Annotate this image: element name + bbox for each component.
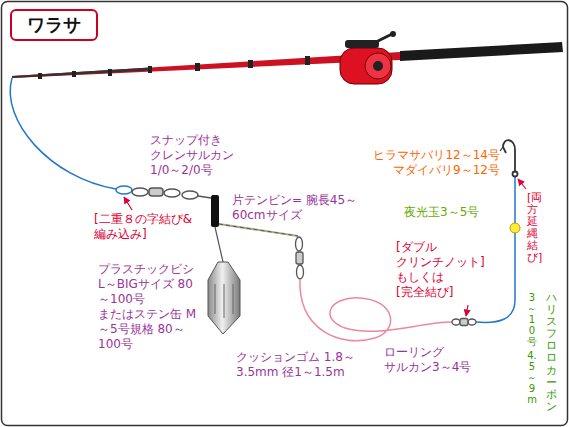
title-text: ワラサ [27,13,81,37]
rod-handle [400,42,563,61]
plastic-sinker [208,262,240,334]
part-label: ローリング サルカン3～4号 [384,345,484,375]
snap-swivel [116,186,211,199]
bead-label: 夜光玉3～5号 [404,205,479,220]
part-label: スナップ付き クレンサルカン 1/0～2/0号 [150,133,246,178]
rod-guides [38,56,310,79]
harris-label: ハリスフロロカーボン [546,292,557,413]
knot-note: [二重８の字結び& 編み込み] [94,212,208,242]
leader-arrow [466,305,468,316]
leader-arrow [124,197,132,210]
reel [340,31,396,84]
harris-spec: 3～10号 [527,292,537,347]
main-line [10,78,116,189]
part-label: プラスチックビシ L～BIGサイズ 80～100号 またはステン缶 M～5号規格… [98,262,204,352]
rolling-swivel [452,319,476,326]
glow-bead [510,223,520,233]
hook-label: ヒラマサバリ12～14号 マダイバリ9～12号 [362,148,500,178]
knot-note: [ダブル クリンチノット] もしくは [完全結び] [396,240,496,300]
harris-line [476,176,515,322]
harris-spec: 4.5～9m [527,350,537,405]
part-label: 片テンビン= 腕長45～60cmサイズ [232,193,362,223]
part-label: クッションゴム 1.8～3.5mm 径1～1.5m [236,350,382,380]
hook [500,140,518,176]
knot-note: [両方延縄結び] [527,192,538,265]
title-box: ワラサ [10,9,98,41]
leader-arrow [518,179,526,189]
rod-tip [12,68,150,79]
